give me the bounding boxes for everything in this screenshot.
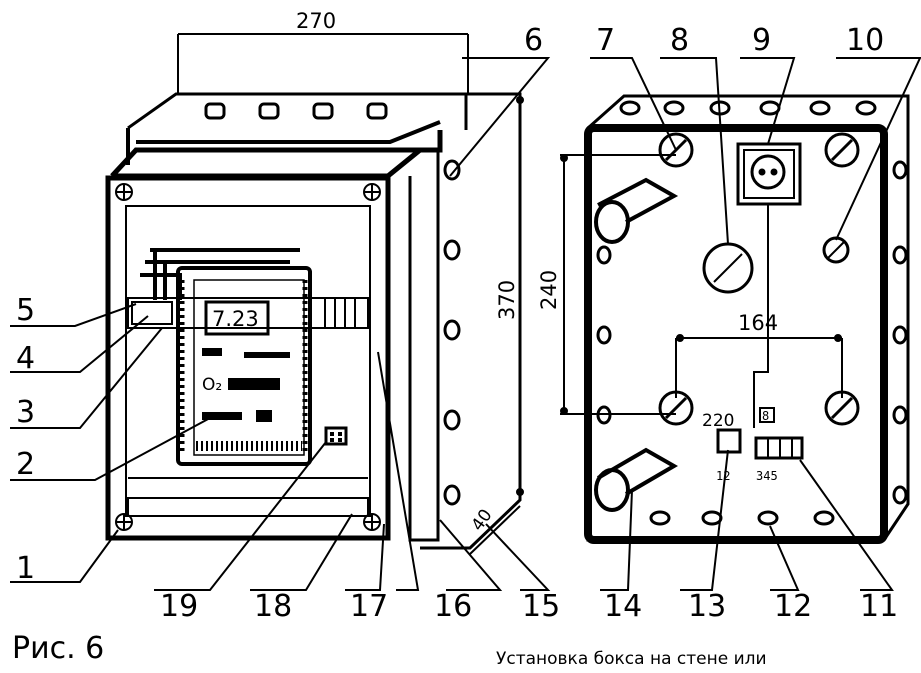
dim-240-label: 240 [537, 270, 561, 310]
terminal-right-numbers: 345 [756, 469, 778, 483]
terminal-block-left [716, 428, 742, 454]
din-rail [127, 297, 369, 329]
callout-11: 11 [860, 589, 898, 624]
box-top-flange [127, 92, 468, 130]
lcd-reading: 7.23 [212, 307, 259, 331]
callout-labels: 1 2 3 4 5 6 7 8 9 10 11 12 13 14 15 16 1… [16, 23, 898, 624]
dimension-240 [560, 154, 676, 415]
callout-1: 1 [16, 551, 35, 586]
dimension-370 [516, 96, 524, 496]
back-plate [584, 124, 888, 544]
lcd-display [204, 300, 270, 336]
callout-14: 14 [604, 589, 642, 624]
terminal-strip-left [131, 301, 173, 325]
callout-13: 13 [688, 589, 726, 624]
corner-screws [115, 183, 381, 531]
callout-19: 19 [160, 589, 198, 624]
connector-19 [324, 426, 348, 446]
right-box-view [560, 94, 910, 544]
side-mount-holes [443, 159, 461, 506]
callout-4: 4 [16, 341, 35, 376]
dimension-270 [177, 33, 469, 94]
module-pins [179, 280, 308, 455]
top-mount-holes [204, 102, 388, 120]
power-socket [736, 142, 802, 206]
figure-subcaption: Установка бокса на стене или [496, 649, 767, 669]
callout-9: 9 [752, 23, 771, 58]
dim-270-label: 270 [296, 9, 336, 33]
box-side-right [420, 92, 522, 550]
dimension-164 [675, 334, 843, 398]
box-lid [110, 130, 443, 179]
callout-10: 10 [846, 23, 884, 58]
terminal-right-marker: 8 [762, 409, 769, 423]
left-box-view [105, 33, 524, 555]
leader-lines [10, 57, 921, 591]
module-logo-block [202, 348, 290, 422]
callout-6: 6 [524, 23, 543, 58]
box-front-frame [105, 175, 391, 541]
terminal-left-numbers: 12 [716, 469, 730, 483]
cable-bundle [140, 248, 300, 300]
callout-7: 7 [596, 23, 615, 58]
dimension-40 [469, 499, 521, 555]
callout-17: 17 [350, 589, 388, 624]
cable-entries-14 [594, 177, 679, 512]
callout-2: 2 [16, 447, 35, 482]
callout-12: 12 [774, 589, 812, 624]
unit-label: O₂ [202, 375, 222, 395]
dim-370-label: 370 [495, 280, 519, 320]
callout-5: 5 [16, 293, 35, 328]
callout-18: 18 [254, 589, 292, 624]
callout-15: 15 [522, 589, 560, 624]
callout-16: 16 [434, 589, 472, 624]
callout-8: 8 [670, 23, 689, 58]
controller-module [176, 266, 312, 466]
figure-caption: Рис. 6 [12, 631, 104, 666]
voltage-label: 220 [702, 411, 734, 431]
dim-164-label: 164 [738, 311, 778, 335]
connector-19-pins [330, 432, 342, 442]
mount-screws [658, 132, 860, 426]
callout-3: 3 [16, 395, 35, 430]
